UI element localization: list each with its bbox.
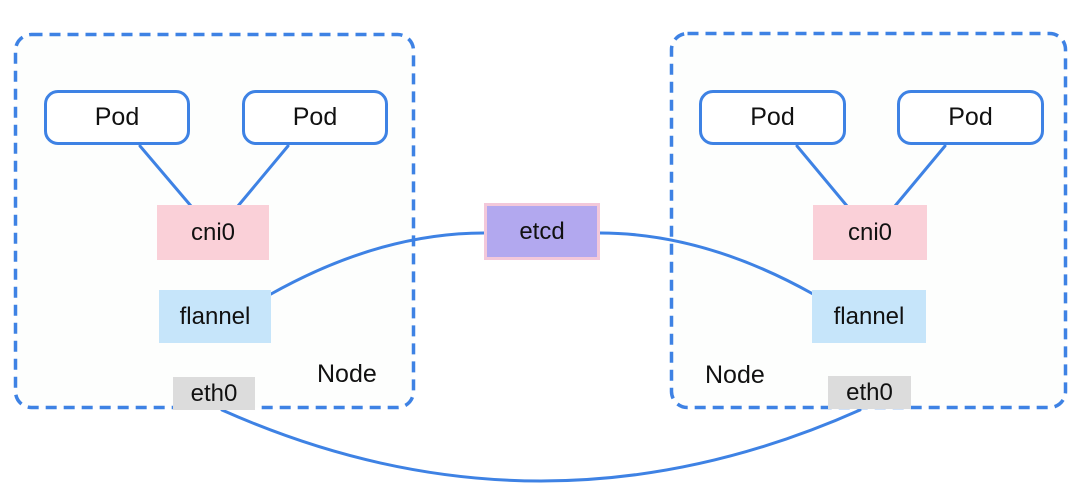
flannel-left-to-etcd-link	[269, 231, 486, 296]
eth0-box: eth0	[828, 376, 911, 409]
eth0-label: eth0	[846, 378, 893, 406]
flannel-box: flannel	[812, 290, 926, 343]
etcd-to-flannel-right-link	[598, 231, 815, 296]
pod-box: Pod	[897, 90, 1044, 145]
cni0-label: cni0	[847, 218, 893, 246]
pod-label: Pod	[750, 103, 795, 131]
pod-label: Pod	[94, 103, 140, 131]
cni0-box: cni0	[813, 205, 927, 260]
eth0-to-eth0-link	[220, 408, 862, 483]
pod-box: Pod	[699, 90, 846, 145]
flannel-label: flannel	[179, 302, 251, 330]
etcd-label: etcd	[519, 217, 565, 245]
node-label-right: Node	[705, 361, 765, 389]
flannel-box: flannel	[159, 290, 271, 343]
cni0-label: cni0	[190, 218, 236, 246]
node-label-left: Node	[317, 360, 377, 388]
flannel-label: flannel	[833, 302, 905, 330]
pod-label: Pod	[292, 103, 338, 131]
pod1-left-to-cni0-link	[138, 144, 193, 208]
pod2-right-to-cni0-link	[893, 144, 947, 208]
cni0-box: cni0	[157, 205, 269, 260]
pod1-right-to-cni0-link	[795, 144, 849, 208]
etcd-box: etcd	[484, 203, 600, 260]
eth0-label: eth0	[190, 379, 238, 407]
pod-box: Pod	[44, 90, 190, 145]
pod2-left-to-cni0-link	[236, 144, 290, 208]
eth0-box: eth0	[173, 377, 255, 410]
pod-label: Pod	[948, 103, 993, 131]
pod-box: Pod	[242, 90, 388, 145]
